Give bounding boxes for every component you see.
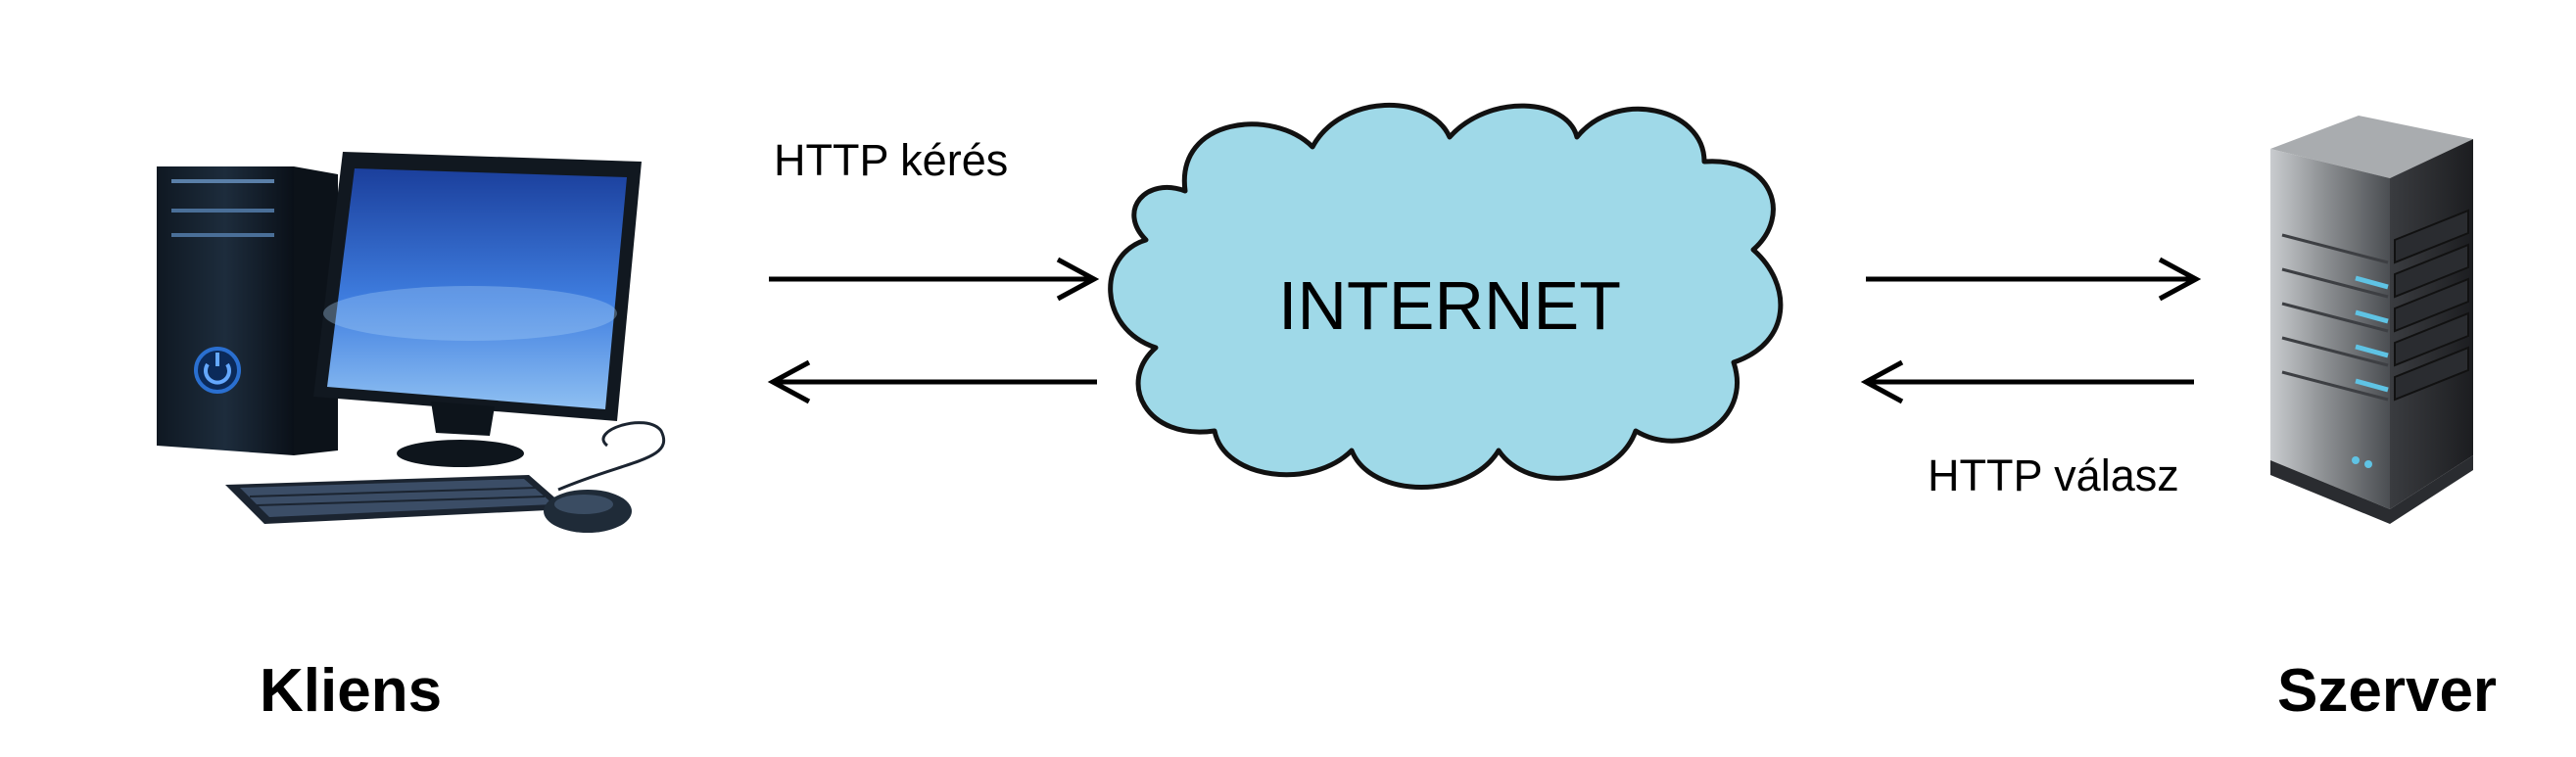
server-leds [2355,275,2389,393]
response-arrow [1860,359,2194,404]
response-label: HTTP válasz [1928,450,2179,500]
request-arrow [769,257,1100,302]
desktop-computer-icon [157,152,665,533]
server-label: Szerver [2277,657,2498,725]
cloud-icon [1108,102,1784,490]
request-arrow-server [1866,257,2202,302]
server-tower-icon [2270,116,2473,524]
response-arrow-client [767,359,1097,404]
request-label: HTTP kérés [774,135,1009,185]
server-bays [2394,209,2469,402]
client-label: Kliens [260,657,443,725]
cloud-label: INTERNET [1278,267,1621,344]
